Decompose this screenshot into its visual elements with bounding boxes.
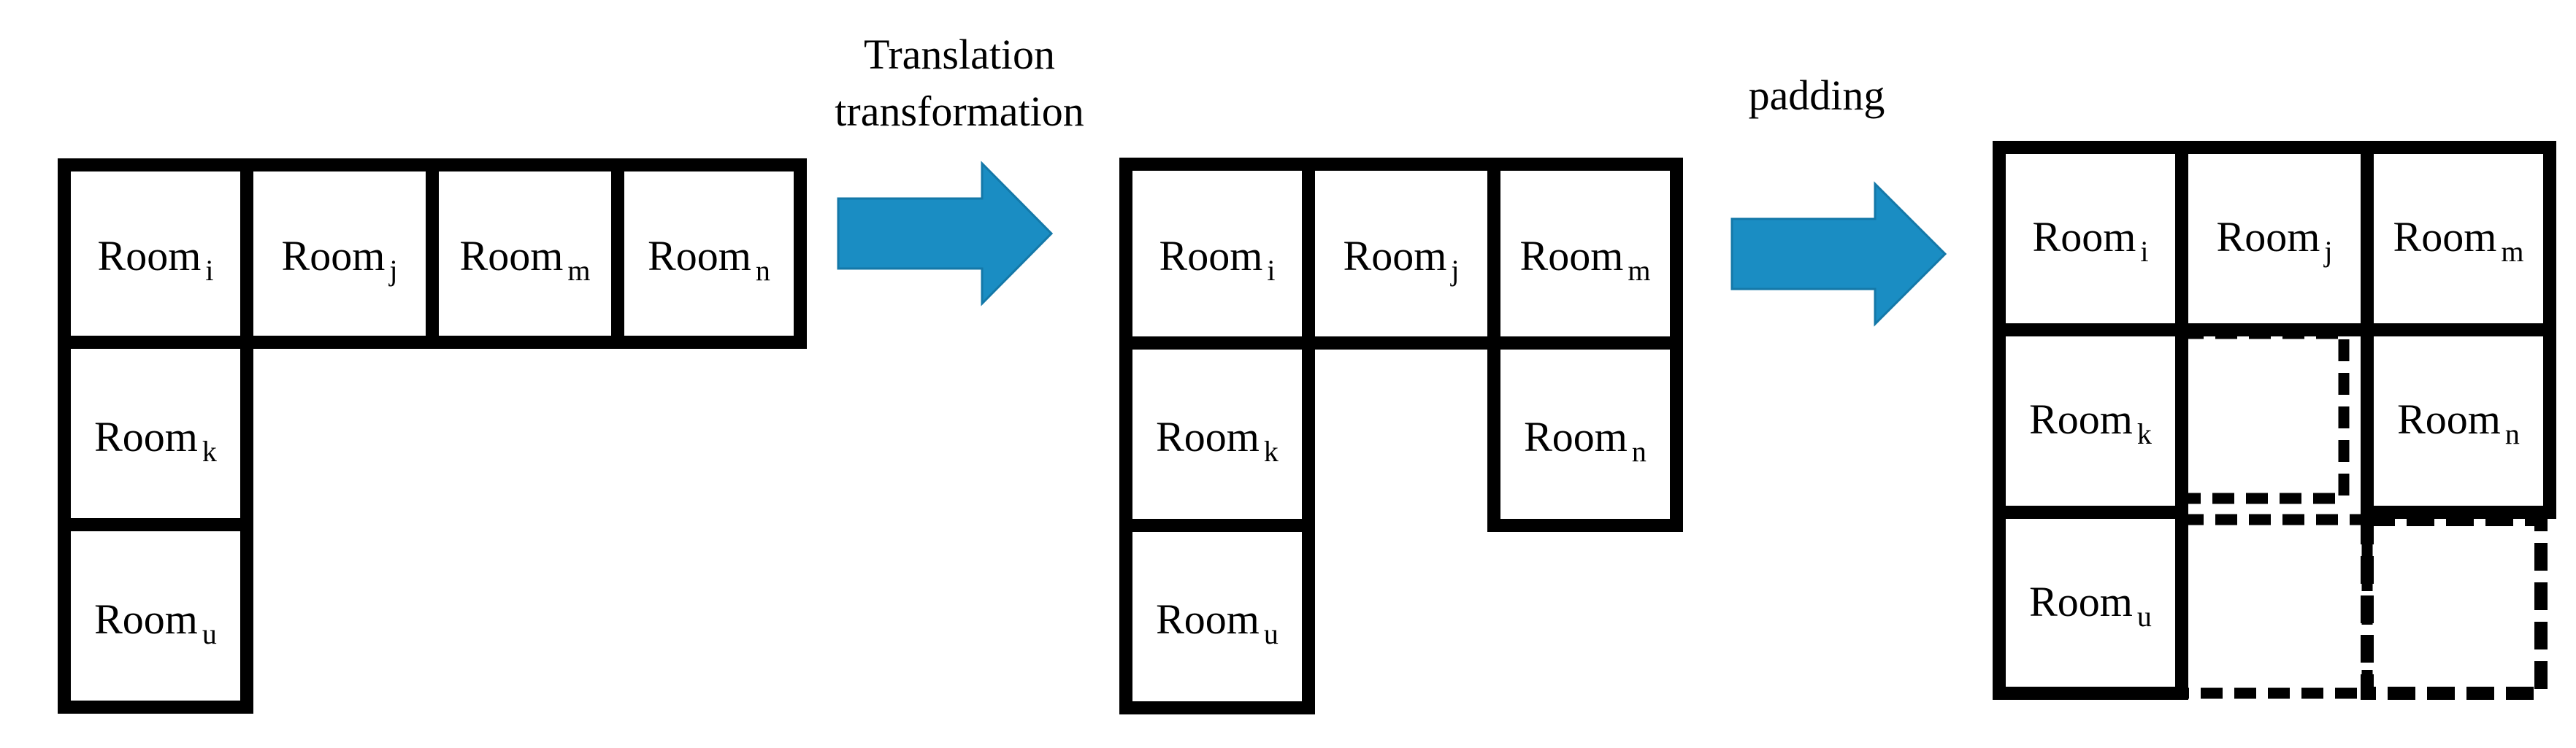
padding-cell-center <box>2176 328 2350 504</box>
caption-padding: padding <box>1749 72 1885 119</box>
room-cell-n <box>1487 336 1683 532</box>
room-cell-u <box>1993 506 2188 700</box>
translation-arrow-icon <box>837 161 1054 306</box>
translation-arrow-group: Translation transformation <box>835 31 1084 306</box>
room-cell-m <box>1487 158 1683 350</box>
room-cell-n <box>611 158 807 349</box>
room-cell-j <box>2175 141 2374 336</box>
padding-arrow-icon <box>1730 181 1947 327</box>
room-cell-m <box>426 158 624 349</box>
room-cell-k <box>1993 323 2188 519</box>
room-cell-m <box>2361 141 2556 336</box>
room-cell-u <box>1119 519 1315 714</box>
room-cell-u <box>58 518 253 714</box>
padding-arrow-group: padding <box>1730 72 1947 327</box>
caption-transformation: transformation <box>835 88 1084 135</box>
caption-translation: Translation <box>864 31 1055 78</box>
room-cell-j <box>240 158 439 349</box>
room-cell-n <box>2361 323 2556 519</box>
padding-cell-bottom-right <box>2361 513 2548 700</box>
padding-cell-bottom-middle <box>2176 514 2373 699</box>
